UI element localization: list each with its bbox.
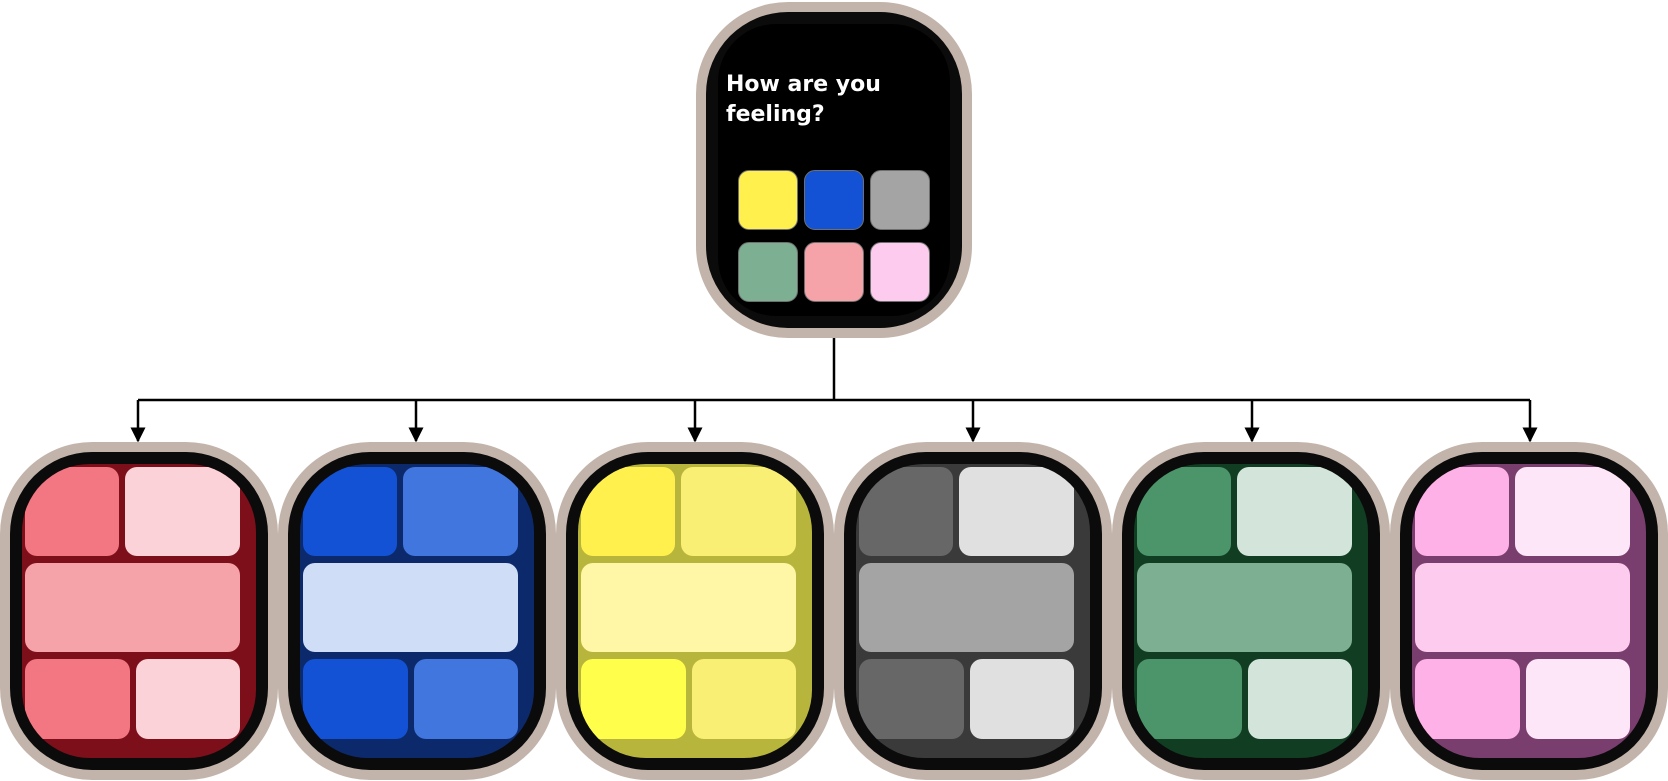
watch-bezel xyxy=(288,452,546,770)
tile-bottom-right[interactable] xyxy=(136,659,240,739)
mood-question-screen: How are you feeling? xyxy=(718,24,950,316)
mood-option-pink[interactable] xyxy=(804,242,864,302)
tile-bottom-left[interactable] xyxy=(859,659,964,739)
tile-middle-wide[interactable] xyxy=(859,563,1074,652)
mood-screen-yellow-watch xyxy=(556,442,834,780)
mood-screen-blue-watch xyxy=(278,442,556,780)
tile-bottom-right[interactable] xyxy=(1248,659,1352,739)
mood-screen-pink xyxy=(1412,464,1646,758)
mood-question-watch: How are you feeling? xyxy=(696,2,972,338)
tile-bottom-right[interactable] xyxy=(414,659,518,739)
mood-screen-green-watch xyxy=(1112,442,1390,780)
mood-options-grid xyxy=(738,170,930,302)
tile-top-left[interactable] xyxy=(303,467,397,556)
tile-top-right[interactable] xyxy=(1515,467,1630,556)
tile-bottom-left[interactable] xyxy=(1415,659,1520,739)
watch-bezel xyxy=(844,452,1102,770)
tile-bottom-left[interactable] xyxy=(303,659,408,739)
tile-bottom-right[interactable] xyxy=(692,659,796,739)
tile-middle-wide[interactable] xyxy=(581,563,796,652)
mood-screen-pink-watch xyxy=(1390,442,1668,780)
mood-option-lavender[interactable] xyxy=(870,242,930,302)
tile-middle-wide[interactable] xyxy=(1137,563,1352,652)
tile-top-left[interactable] xyxy=(25,467,119,556)
tile-middle-wide[interactable] xyxy=(1415,563,1630,652)
mood-screen-green xyxy=(1134,464,1368,758)
tile-top-right[interactable] xyxy=(681,467,796,556)
tile-top-left[interactable] xyxy=(581,467,675,556)
mood-screen-gray xyxy=(856,464,1090,758)
tile-top-left[interactable] xyxy=(1137,467,1231,556)
watch-bezel: How are you feeling? xyxy=(706,12,962,328)
watch-bezel xyxy=(566,452,824,770)
tile-bottom-right[interactable] xyxy=(970,659,1074,739)
question-text: How are you feeling? xyxy=(726,72,881,127)
watch-bezel xyxy=(10,452,268,770)
mood-option-yellow[interactable] xyxy=(738,170,798,230)
watch-bezel xyxy=(1122,452,1380,770)
mood-screen-red xyxy=(22,464,256,758)
mood-option-green[interactable] xyxy=(738,242,798,302)
tile-top-left[interactable] xyxy=(1415,467,1509,556)
tile-top-left[interactable] xyxy=(859,467,953,556)
tile-top-right[interactable] xyxy=(403,467,518,556)
tile-top-right[interactable] xyxy=(125,467,240,556)
mood-screen-red-watch xyxy=(0,442,278,780)
tile-bottom-left[interactable] xyxy=(1137,659,1242,739)
mood-screen-blue xyxy=(300,464,534,758)
mood-option-gray[interactable] xyxy=(870,170,930,230)
tile-bottom-left[interactable] xyxy=(581,659,686,739)
mood-option-blue[interactable] xyxy=(804,170,864,230)
tile-top-right[interactable] xyxy=(959,467,1074,556)
tile-top-right[interactable] xyxy=(1237,467,1352,556)
tile-bottom-right[interactable] xyxy=(1526,659,1630,739)
tile-middle-wide[interactable] xyxy=(303,563,518,652)
mood-screen-gray-watch xyxy=(834,442,1112,780)
tile-bottom-left[interactable] xyxy=(25,659,130,739)
watch-bezel xyxy=(1400,452,1658,770)
tile-middle-wide[interactable] xyxy=(25,563,240,652)
mood-screen-yellow xyxy=(578,464,812,758)
